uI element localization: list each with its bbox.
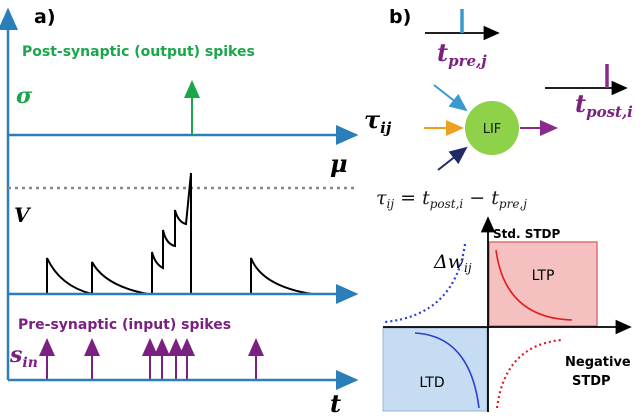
tau-formula: τij = tpost,i − tpre,j — [376, 187, 527, 211]
delta-w-label: Δwij — [433, 251, 472, 275]
lif-neuron — [465, 101, 519, 155]
pre-spike-arrows — [39, 338, 264, 380]
t-pre-label: tpre,j — [437, 38, 487, 70]
ltd-label: LTD — [419, 375, 444, 391]
input-arrow-sky — [433, 84, 468, 112]
v-symbol: V — [14, 203, 32, 227]
membrane-potential-trace — [46, 172, 313, 296]
mu-symbol: μ — [330, 149, 348, 178]
ltp-label: LTP — [532, 268, 555, 284]
neg-stdp-left-curve — [384, 243, 467, 324]
std-stdp-label: Std. STDP — [493, 227, 560, 241]
panel-a-label: a) — [34, 6, 56, 28]
sigma-symbol: σ — [16, 83, 33, 109]
ltp-region — [488, 241, 598, 327]
tau-ij-label: τij — [364, 105, 392, 137]
post-synaptic-title: Post-synaptic (output) spikes — [22, 44, 255, 60]
panel-b-label: b) — [389, 6, 411, 28]
neg-stdp-right-curve — [495, 338, 563, 409]
pre-synaptic-title: Pre-synaptic (input) spikes — [18, 317, 231, 333]
negative-stdp-label-2: STDP — [572, 374, 611, 389]
std-stdp-ltd-curve — [414, 332, 480, 409]
t-post-label: tpost,i — [575, 89, 633, 121]
input-arrow-navy — [437, 146, 468, 171]
ltd-region — [382, 327, 488, 412]
negative-stdp-label-1: Negative — [565, 355, 631, 370]
lif-label: LIF — [483, 122, 502, 137]
s-in-symbol: sin — [9, 342, 38, 371]
std-stdp-ltp-curve — [495, 249, 573, 321]
t-symbol: t — [330, 389, 341, 417]
